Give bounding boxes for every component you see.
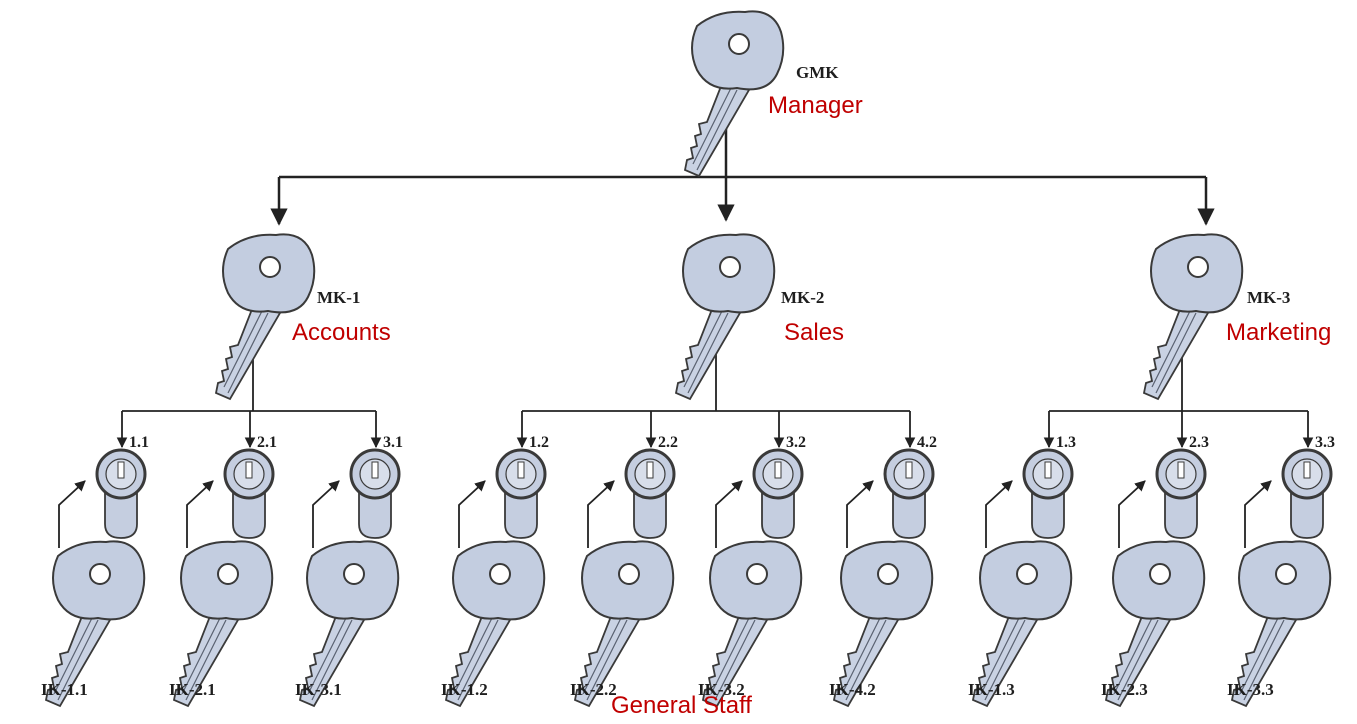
insert-arrow (1244, 480, 1272, 548)
lock-cylinder-icon (752, 448, 804, 540)
lock-label: 2.3 (1189, 434, 1209, 451)
lock-label: 1.2 (529, 434, 549, 451)
lock-cylinder-icon (95, 448, 147, 540)
master-key-node: MK-3 Marketing (1143, 233, 1331, 400)
lock-label: 3.1 (383, 434, 403, 451)
lock-key-pair: 2.3IK-2.3 (1101, 434, 1209, 707)
individual-key-code: IK-4.2 (829, 680, 876, 699)
individual-key-code: IK-3.2 (698, 680, 745, 699)
lock-cylinder-icon (1022, 448, 1074, 540)
individual-key-code: IK-2.3 (1101, 680, 1148, 699)
insert-arrow (715, 480, 743, 548)
insert-arrow (186, 480, 214, 548)
lock-cylinder-icon (349, 448, 401, 540)
lock-key-pair: 1.2IK-1.2 (441, 434, 549, 707)
root-key-code: GMK (796, 63, 839, 82)
individual-key-code: IK-2.1 (169, 680, 216, 699)
key-icon (675, 233, 776, 400)
lock-key-pair: 2.2IK-2.2 (570, 434, 678, 707)
insert-arrow (985, 480, 1013, 548)
root-key-role: Manager (768, 92, 863, 119)
individual-key-code: IK-3.1 (295, 680, 342, 699)
lock-key-pair: 1.1IK-1.1 (41, 434, 149, 707)
insert-arrow (1118, 480, 1146, 548)
individual-key-code: IK-3.3 (1227, 680, 1274, 699)
insert-arrow (846, 480, 874, 548)
lock-label: 3.3 (1315, 434, 1335, 451)
master-key-code: MK-2 (781, 288, 824, 307)
individual-key-code: IK-1.1 (41, 680, 88, 699)
lock-label: 2.1 (257, 434, 277, 451)
lock-key-pair: 1.3IK-1.3 (968, 434, 1076, 707)
lock-label: 2.2 (658, 434, 678, 451)
lock-cylinder-icon (1155, 448, 1207, 540)
master-key-role: Marketing (1226, 319, 1331, 346)
key-icon (215, 233, 316, 400)
master-key-node: MK-2 Sales (675, 233, 844, 400)
master-key-node: MK-1 Accounts (215, 233, 391, 400)
insert-arrow (312, 480, 340, 548)
lock-label: 1.1 (129, 434, 149, 451)
lock-cylinder-icon (223, 448, 275, 540)
lock-cylinder-icon (883, 448, 935, 540)
root-key-node: GMK Manager (684, 10, 863, 177)
lock-key-pair: 4.2IK-4.2 (829, 434, 937, 707)
lock-cylinder-icon (624, 448, 676, 540)
master-key-code: MK-3 (1247, 288, 1290, 307)
lock-key-pair: 3.2IK-3.2 (698, 434, 806, 707)
lock-cylinder-icon (495, 448, 547, 540)
individual-key-code: IK-1.3 (968, 680, 1015, 699)
key-icon (1143, 233, 1244, 400)
general-staff-label: General Staff (611, 692, 752, 719)
lock-key-pair: 2.1IK-2.1 (169, 434, 277, 707)
connector-lines (116, 115, 1314, 449)
insert-arrow (58, 480, 86, 548)
master-key-role: Accounts (292, 319, 391, 346)
lock-label: 4.2 (917, 434, 937, 451)
master-key-code: MK-1 (317, 288, 360, 307)
lock-label: 1.3 (1056, 434, 1076, 451)
master-key-role: Sales (784, 319, 844, 346)
lock-label: 3.2 (786, 434, 806, 451)
lock-cylinder-icon (1281, 448, 1333, 540)
insert-arrow (587, 480, 615, 548)
insert-arrow (458, 480, 486, 548)
individual-key-code: IK-1.2 (441, 680, 488, 699)
individual-key-code: IK-2.2 (570, 680, 617, 699)
lock-key-pair: 3.1IK-3.1 (295, 434, 403, 707)
locks-layer: 1.1IK-1.12.1IK-2.13.1IK-3.11.2IK-1.22.2I… (41, 434, 1335, 707)
lock-key-pair: 3.3IK-3.3 (1227, 434, 1335, 707)
